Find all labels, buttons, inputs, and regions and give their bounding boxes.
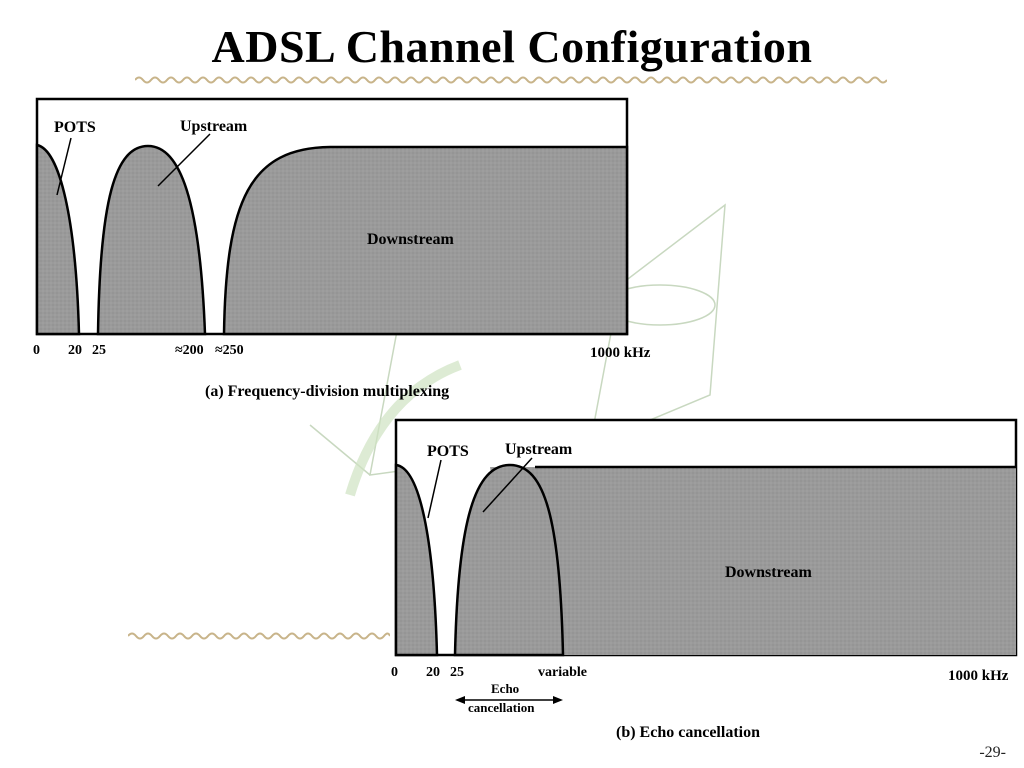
diagram-b-pots-leader xyxy=(427,459,442,519)
title-underline-decoration xyxy=(135,76,887,84)
diagram-a-downstream-band xyxy=(222,145,629,336)
diagram-b-tick-variable: variable xyxy=(538,665,587,680)
diagram-a-pots-leader xyxy=(56,137,72,196)
diagram-b-tick-25: 25 xyxy=(450,665,464,680)
diagram-a-pots-band xyxy=(35,143,81,336)
diagram-b-downstream-label: Downstream xyxy=(725,564,812,581)
diagram-a-tick-20: 20 xyxy=(68,343,82,358)
diagram-a-upstream-leader xyxy=(157,133,211,187)
diagram-b-pots-band xyxy=(394,463,439,657)
footer-rope-decoration xyxy=(128,632,390,640)
diagram-b-echo-arrowhead-right xyxy=(553,696,563,704)
diagram-a-pots-label: POTS xyxy=(54,119,96,136)
diagram-a-caption: (a) Frequency-division multiplexing xyxy=(205,383,449,400)
diagram-a-fdm: POTS Upstream Downstream 0 20 25 ≈200 ≈2… xyxy=(33,97,651,400)
diagram-b-echo-arrowhead-left xyxy=(455,696,465,704)
diagram-b-tick-20: 20 xyxy=(426,665,440,680)
diagram-b-tick-0: 0 xyxy=(391,665,398,680)
diagram-b-caption: (b) Echo cancellation xyxy=(616,724,760,741)
diagram-b-tick-1000: 1000 kHz xyxy=(948,668,1009,684)
slide-title: ADSL Channel Configuration xyxy=(211,21,813,72)
diagram-a-tick-200: ≈200 xyxy=(175,343,204,358)
diagram-b-echo: POTS Upstream Downstream 0 20 25 variabl… xyxy=(391,418,1018,741)
diagram-a-tick-1000: 1000 kHz xyxy=(590,345,651,361)
diagram-b-pots-label: POTS xyxy=(427,443,469,460)
diagram-a-upstream-label: Upstream xyxy=(180,118,248,135)
diagram-b-echo-label-2: cancellation xyxy=(468,700,535,715)
diagram-a-tick-0: 0 xyxy=(33,343,40,358)
diagram-b-upstream-band xyxy=(453,463,565,657)
diagram-b-downstream-band xyxy=(490,467,1016,655)
diagram-a-upstream-band xyxy=(96,144,207,336)
diagram-a-tick-25: 25 xyxy=(92,343,106,358)
diagram-a-tick-250: ≈250 xyxy=(215,343,244,358)
diagram-b-upstream-leader xyxy=(482,457,533,513)
diagram-a-downstream-label: Downstream xyxy=(367,231,454,248)
page-number: -29- xyxy=(979,744,1006,761)
diagram-b-upstream-label: Upstream xyxy=(505,441,573,458)
diagram-b-echo-label-1: Echo xyxy=(491,681,519,696)
